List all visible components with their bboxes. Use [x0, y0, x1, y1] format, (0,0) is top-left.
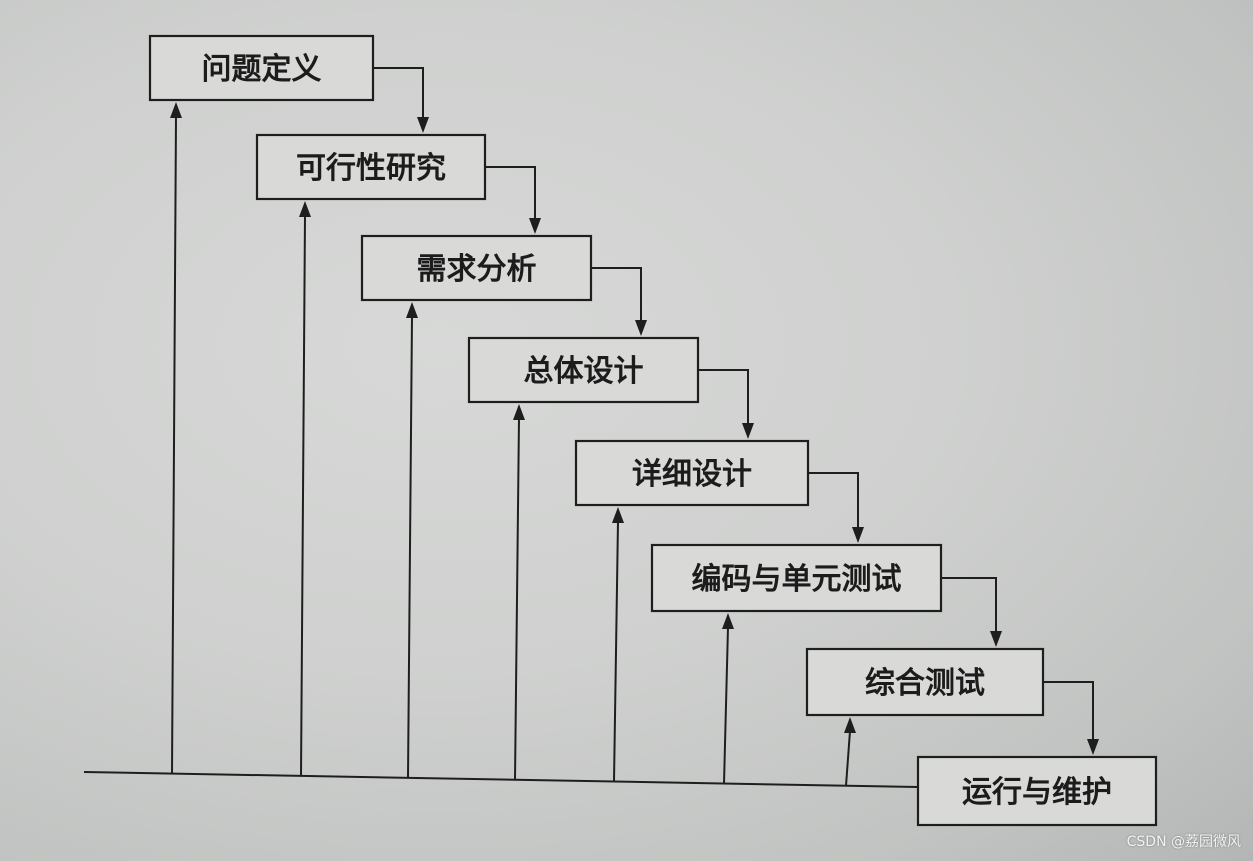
stage-label: 详细设计 — [632, 457, 752, 492]
forward-connector — [373, 67, 424, 119]
baseline — [83, 771, 919, 788]
stage-label: 编码与单元测试 — [692, 562, 902, 597]
forward-connector — [1043, 681, 1094, 741]
feedback-arrow-head — [612, 507, 624, 523]
feedback-arrow-head — [722, 613, 734, 629]
stage-box-6: 编码与单元测试 — [650, 543, 943, 613]
forward-arrow-head — [635, 320, 647, 336]
feedback-line — [613, 520, 619, 782]
stage-label: 可行性研究 — [296, 151, 446, 186]
stage-box-border — [916, 755, 1158, 827]
stage-box-4: 总体设计 — [467, 336, 700, 404]
forward-arrow-head — [990, 631, 1002, 647]
forward-arrow-head — [417, 117, 429, 133]
feedback-line — [171, 115, 177, 774]
feedback-line — [723, 626, 729, 784]
stage-label: 问题定义 — [202, 52, 322, 87]
connectors — [83, 67, 1099, 788]
stage-box-border — [650, 543, 943, 613]
forward-arrow-head — [742, 423, 754, 439]
stage-box-border — [148, 34, 375, 102]
stage-box-1: 问题定义 — [148, 34, 375, 102]
stage-box-border — [467, 336, 700, 404]
feedback-line — [845, 730, 851, 786]
forward-connector — [941, 577, 997, 633]
feedback-line — [300, 214, 306, 776]
feedback-arrow-head — [844, 717, 856, 733]
stage-box-border — [360, 234, 593, 302]
stage-label: 需求分析 — [417, 252, 537, 287]
forward-connector — [698, 369, 749, 425]
forward-arrow-head — [852, 527, 864, 543]
stage-label: 综合测试 — [865, 666, 985, 701]
forward-connector — [485, 166, 536, 220]
stage-box-8: 运行与维护 — [916, 755, 1158, 827]
feedback-line — [514, 417, 520, 780]
watermark: CSDN @荔园微风 — [1126, 834, 1241, 850]
stage-box-5: 详细设计 — [574, 439, 810, 507]
forward-arrow-head — [529, 218, 541, 234]
stage-box-border — [805, 647, 1045, 717]
stage-box-7: 综合测试 — [805, 647, 1045, 717]
stage-label: 运行与维护 — [962, 775, 1112, 810]
feedback-arrow-head — [513, 404, 525, 420]
feedback-arrow-head — [299, 201, 311, 217]
feedback-arrow-head — [170, 102, 182, 118]
stage-box-3: 需求分析 — [360, 234, 593, 302]
forward-connector — [591, 267, 642, 322]
forward-connector — [808, 472, 859, 529]
stage-box-border — [255, 133, 487, 201]
stage-label: 总体设计 — [524, 354, 644, 389]
stage-box-2: 可行性研究 — [255, 133, 487, 201]
feedback-arrow-head — [406, 302, 418, 318]
stage-box-border — [574, 439, 810, 507]
forward-arrow-head — [1087, 739, 1099, 755]
feedback-line — [407, 315, 413, 778]
